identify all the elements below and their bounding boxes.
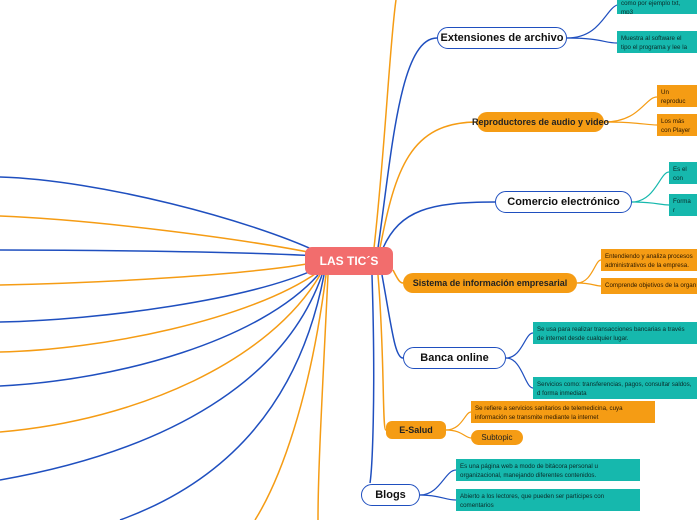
subtopic-esalud-2[interactable]: Subtopic	[471, 430, 523, 445]
subtopic-banca-2[interactable]: Servicios como: transferencias, pagos, c…	[533, 377, 697, 399]
link-comercio	[382, 201, 496, 249]
subtopic-blogs-1[interactable]: Es una página web a modo de bitácora per…	[456, 459, 640, 481]
branch-comercio-electronico[interactable]: Comercio electrónico	[495, 191, 632, 213]
branch-reproductores[interactable]: Reproductores de audio y video	[472, 112, 609, 132]
link-esalud	[377, 274, 387, 431]
subtopic-reproductores-2[interactable]: Los más con Player y	[657, 114, 697, 136]
subtopic-sistema-2[interactable]: Comprende objetivos de la organ	[601, 278, 697, 294]
subtopic-extensiones-1[interactable]: como por ejemplo txt, mp3	[617, 0, 697, 14]
subtopic-extensiones-2[interactable]: Muestra al software el tipo el programa …	[617, 31, 697, 53]
link-reproductores	[379, 121, 478, 249]
subtopic-reproductores-1[interactable]: Un reproduc audio, video	[657, 85, 697, 107]
branch-banca-online[interactable]: Banca online	[403, 347, 506, 369]
branch-e-salud[interactable]: E-Salud	[386, 421, 446, 439]
subtopic-banca-1[interactable]: Se usa para realizar transacciones banca…	[533, 322, 697, 344]
subtopic-blogs-2[interactable]: Abierto a los lectores, que pueden ser p…	[456, 489, 640, 511]
central-topic[interactable]: LAS TIC´S	[305, 247, 393, 275]
subtopic-comercio-2[interactable]: Forma r producto	[669, 194, 697, 216]
branch-blogs[interactable]: Blogs	[361, 484, 420, 506]
link-top-offscreen	[373, 0, 397, 249]
link-extensiones	[377, 37, 438, 249]
link-blogs	[369, 274, 375, 484]
link-sistema	[392, 269, 404, 284]
subtopic-comercio-1[interactable]: Es el con distribu	[669, 162, 697, 184]
branch-sistema-informacion[interactable]: Sistema de información empresarial	[403, 273, 577, 293]
link-banca	[381, 274, 404, 359]
branch-extensiones-de-archivo[interactable]: Extensiones de archivo	[437, 27, 567, 49]
subtopic-sistema-1[interactable]: Entendiendo y analiza procesos administr…	[601, 249, 697, 271]
subtopic-esalud-1[interactable]: Se refiere a servicios sanitarios de tel…	[471, 401, 655, 423]
